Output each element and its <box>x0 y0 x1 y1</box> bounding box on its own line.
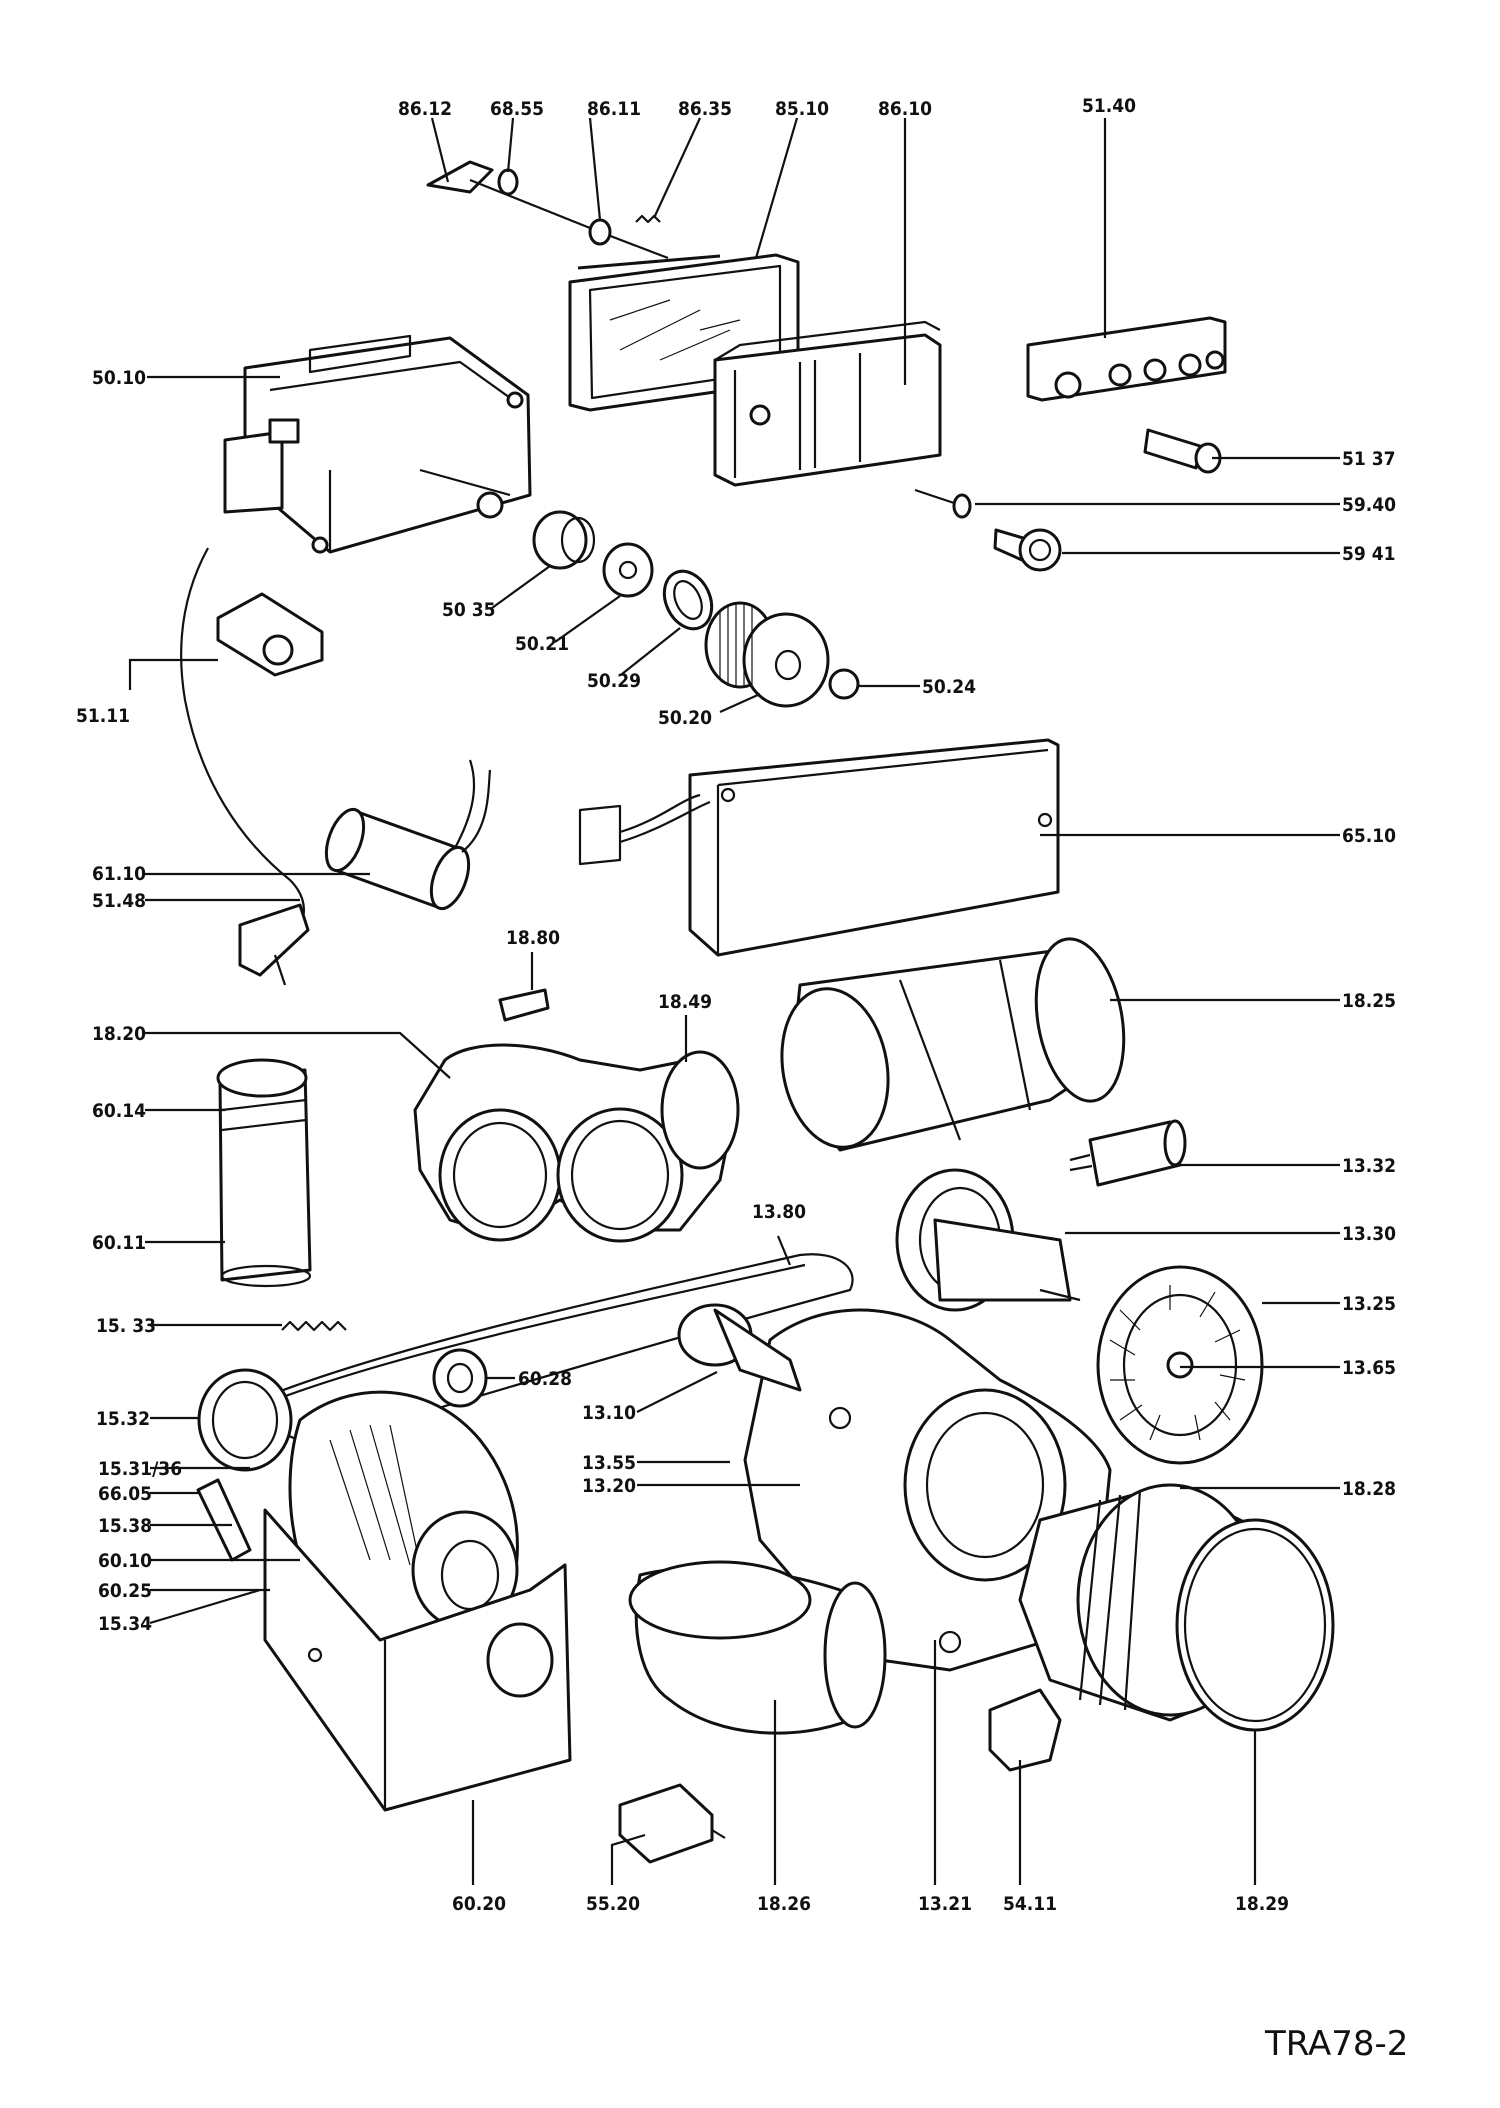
part-labels: 86.12 68.55 86.11 86.35 85.10 86.10 51.4… <box>76 95 1408 2064</box>
label-18-26: 18.26 <box>757 1893 811 1915</box>
label-51-37: 51 37 <box>1342 448 1396 470</box>
label-68-55: 68.55 <box>490 98 544 120</box>
part-18-80-clip <box>498 988 550 1022</box>
part-13-32-capacitor <box>1069 1119 1187 1187</box>
label-15-38: 15.38 <box>98 1515 152 1537</box>
label-60-28: 60.28 <box>518 1368 572 1390</box>
label-13-30: 13.30 <box>1342 1223 1396 1245</box>
label-50-24: 50.24 <box>922 676 976 698</box>
part-18-20-duct-tee <box>413 1043 740 1243</box>
label-50-21: 50.21 <box>515 633 569 655</box>
part-51-48-plug <box>238 903 310 986</box>
part-86-35-spring <box>635 214 661 224</box>
label-50-20: 50.20 <box>658 707 712 729</box>
part-50-24-ring <box>828 668 860 700</box>
part-54-11-switch <box>988 1688 1062 1772</box>
label-13-32: 13.32 <box>1342 1155 1396 1177</box>
part-55-20-box <box>618 1783 726 1864</box>
part-13-21-fan-housing <box>677 1303 1112 1672</box>
part-86-10-switch-housing <box>713 320 942 487</box>
label-18-25: 18.25 <box>1342 990 1396 1012</box>
part-60-11-cylinder <box>216 1058 312 1288</box>
part-61-10-capacitor <box>324 759 492 911</box>
part-59-40-bolt <box>914 488 972 519</box>
label-60-11: 60.11 <box>92 1232 146 1254</box>
label-18-29: 18.29 <box>1235 1893 1289 1915</box>
part-65-10-circuit-board <box>578 738 1060 957</box>
part-13-25-impeller <box>1096 1265 1264 1465</box>
label-86-12: 86.12 <box>398 98 452 120</box>
label-15-31-36: 15.31/36 <box>98 1458 182 1480</box>
part-66-05-bolt <box>196 1478 252 1562</box>
label-13-80: 13.80 <box>752 1201 806 1223</box>
part-86-11-rod <box>469 178 669 260</box>
label-15-32: 15.32 <box>96 1408 150 1430</box>
part-68-55-bushing <box>497 168 519 196</box>
label-85-10: 85.10 <box>775 98 829 120</box>
label-13-21: 13.21 <box>918 1893 972 1915</box>
part-86-12-bracket <box>426 160 494 194</box>
label-18-20: 18.20 <box>92 1023 146 1045</box>
part-50-20-knob <box>704 601 830 708</box>
label-51-40: 51.40 <box>1082 95 1136 117</box>
part-60-28-pulley <box>432 1348 488 1408</box>
label-59-40: 59.40 <box>1342 494 1396 516</box>
label-51-48: 51.48 <box>92 890 146 912</box>
label-50-35: 50 35 <box>442 599 496 621</box>
part-18-29-ring <box>1175 1518 1335 1732</box>
label-51-11: 51.11 <box>76 705 130 727</box>
label-13-25: 13.25 <box>1342 1293 1396 1315</box>
part-60-20-bracket-plate <box>263 1508 572 1812</box>
label-13-10: 13.10 <box>582 1402 636 1424</box>
part-13-30-motor <box>895 1168 1081 1312</box>
part-18-26-elbow <box>628 1560 887 1735</box>
part-50-10-timer <box>223 334 532 554</box>
leader-lines <box>128 117 1340 1885</box>
label-13-20: 13.20 <box>582 1475 636 1497</box>
label-86-11: 86.11 <box>587 98 641 120</box>
part-18-25-duct-tube <box>780 937 1126 1152</box>
label-18-28: 18.28 <box>1342 1478 1396 1500</box>
label-60-10: 60.10 <box>98 1550 152 1572</box>
label-66-05: 66.05 <box>98 1483 152 1505</box>
part-59-41-knob <box>993 528 1062 572</box>
part-50-35-bushing <box>532 510 596 570</box>
label-15-33: 15. 33 <box>96 1315 156 1337</box>
label-55-20: 55.20 <box>586 1893 640 1915</box>
label-60-20: 60.20 <box>452 1893 506 1915</box>
label-15-34: 15.34 <box>98 1613 152 1635</box>
label-13-65: 13.65 <box>1342 1357 1396 1379</box>
label-18-80: 18.80 <box>506 927 560 949</box>
label-13-55: 13.55 <box>582 1452 636 1474</box>
part-51-11-switch <box>180 547 324 936</box>
label-60-25: 60.25 <box>98 1580 152 1602</box>
part-51-40-panel <box>1026 316 1227 402</box>
label-60-14: 60.14 <box>92 1100 146 1122</box>
label-59-41: 59 41 <box>1342 543 1396 565</box>
label-18-49: 18.49 <box>658 991 712 1013</box>
label-86-10: 86.10 <box>878 98 932 120</box>
part-50-29-bearing <box>662 569 714 631</box>
part-15-33-spring <box>281 1320 347 1332</box>
drawing-code: TRA78-2 <box>1264 2024 1408 2064</box>
label-50-29: 50.29 <box>587 670 641 692</box>
label-86-35: 86.35 <box>678 98 732 120</box>
part-51-37-lamp <box>1143 428 1222 474</box>
label-61-10: 61.10 <box>92 863 146 885</box>
label-65-10: 65.10 <box>1342 825 1396 847</box>
label-54-11: 54.11 <box>1003 1893 1057 1915</box>
label-50-10: 50.10 <box>92 367 146 389</box>
part-50-21-washer <box>602 542 654 598</box>
